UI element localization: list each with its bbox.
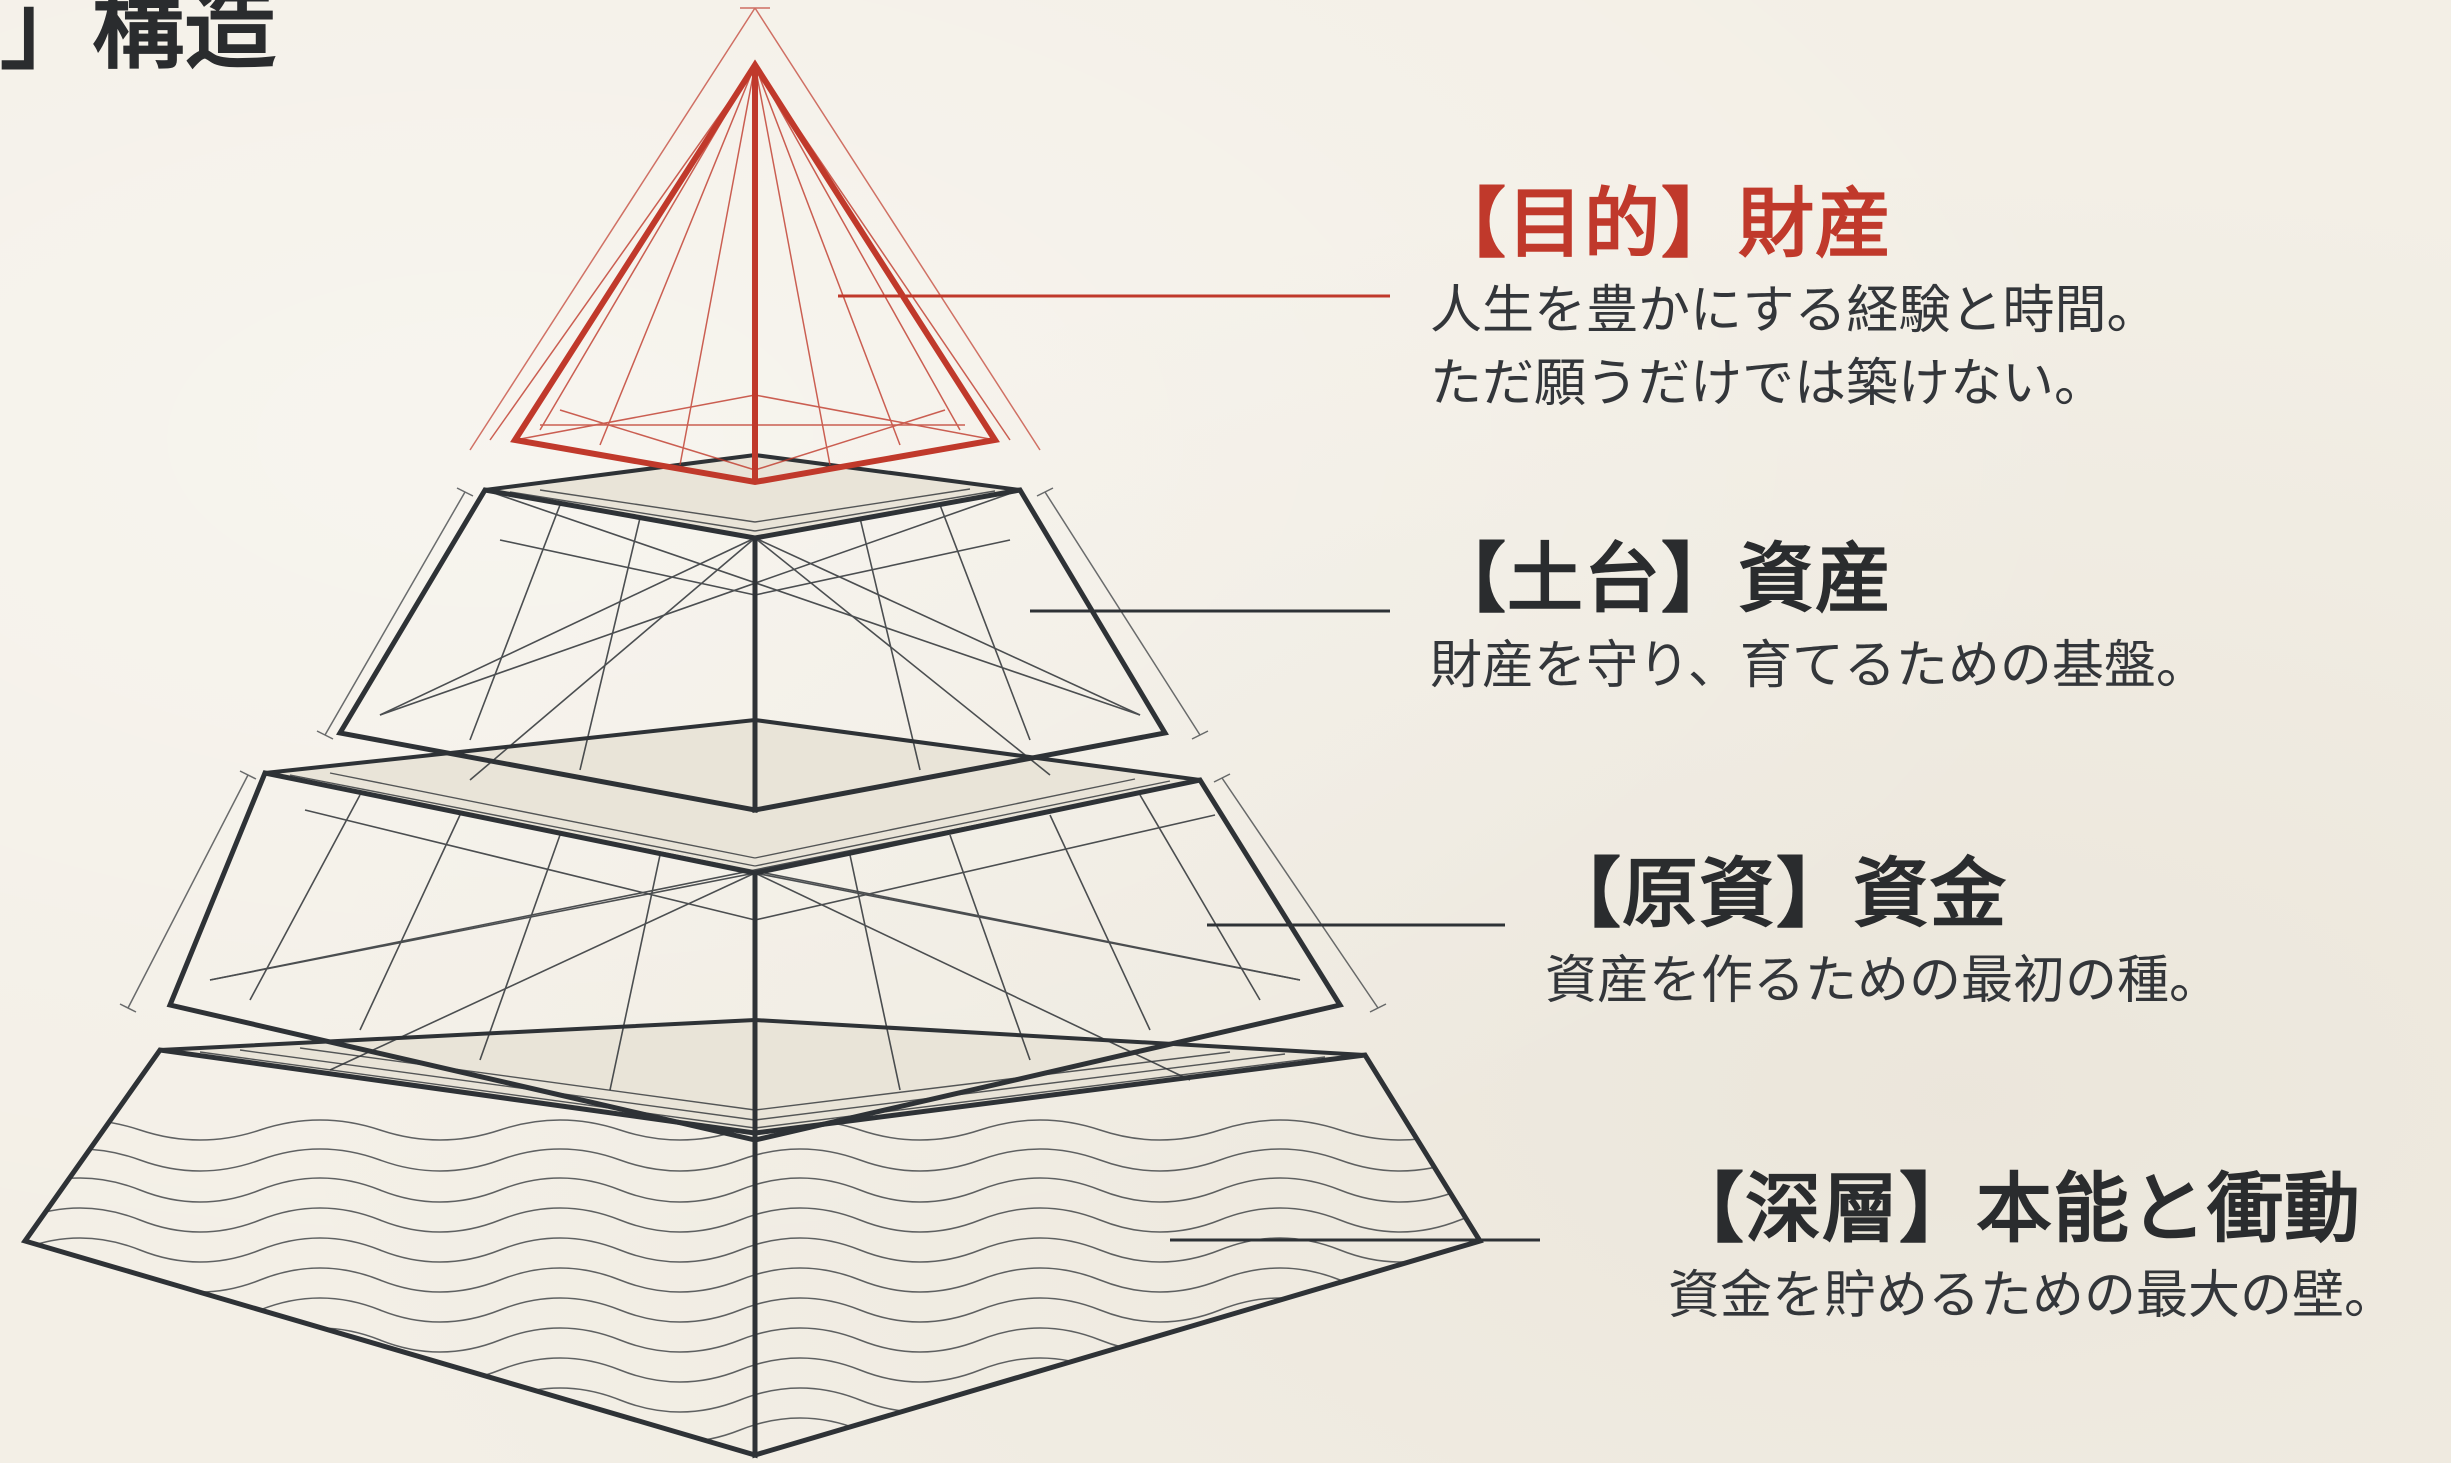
heading-foundation: 【土台】資産 xyxy=(1430,534,1892,623)
label-foundation: 【土台】資産 財産を守り、育てるための基盤。 xyxy=(1430,535,2208,703)
tier-deep-block xyxy=(20,1017,1484,1459)
desc-purpose-line-2: ただ願うだけでは築けない。 xyxy=(1430,354,2107,415)
label-capital: 【原資】資金 資産を作るための最初の種。 xyxy=(1545,850,2221,1018)
pyramid-diagram xyxy=(20,7,1540,1459)
heading-purpose: 【目的】財産 xyxy=(1430,179,1892,268)
label-deep: 【深層】本能と衝動 資金を貯めるための最大の壁。 xyxy=(1668,1165,2396,1333)
desc-capital: 資産を作るための最初の種。 xyxy=(1545,951,2222,1012)
desc-foundation: 財産を守り、育てるための基盤。 xyxy=(1430,636,2208,697)
heading-deep: 【深層】本能と衝動 xyxy=(1668,1164,2361,1253)
heading-capital: 【原資】資金 xyxy=(1545,849,2007,938)
desc-deep: 資金を貯めるための最大の壁。 xyxy=(1668,1266,2397,1327)
desc-purpose-line-1: 人生を豊かにする経験と時間。 xyxy=(1430,281,2159,342)
label-purpose: 【目的】財産 人生を豊かにする経験と時間。 ただ願うだけでは築けない。 xyxy=(1430,180,2159,421)
tier-purpose-apex xyxy=(469,7,1041,486)
page-title: 」構造 xyxy=(0,0,277,82)
tier-foundation-block xyxy=(316,452,1209,814)
tier-capital-block xyxy=(119,717,1387,1144)
